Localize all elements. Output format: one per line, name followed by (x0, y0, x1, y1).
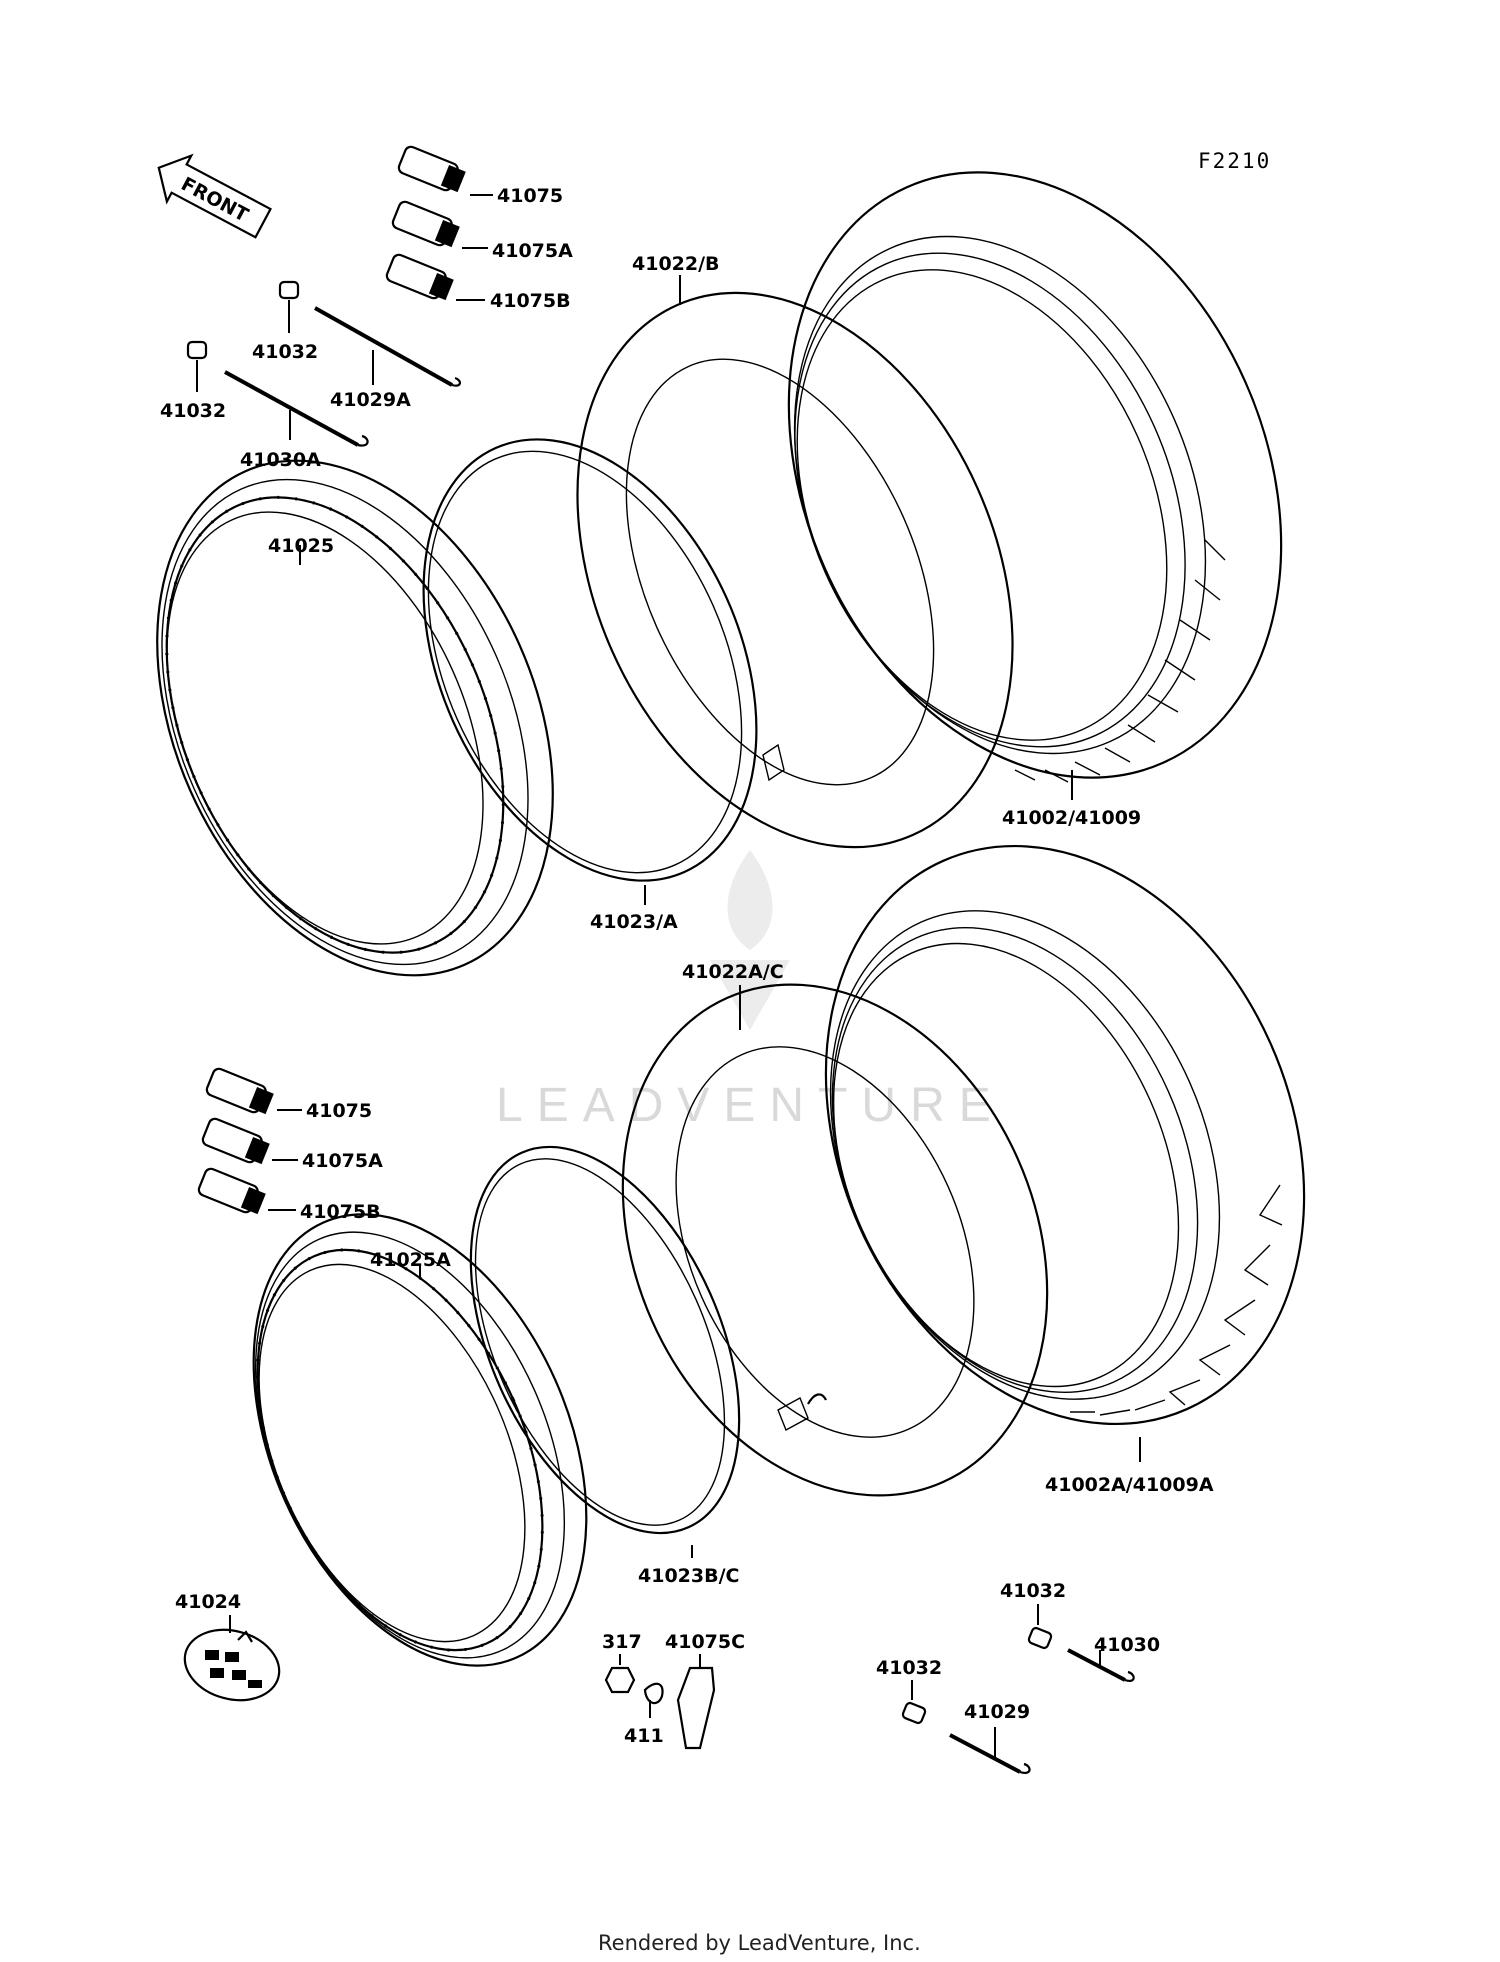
front-tube-label: 41022/B (632, 253, 720, 275)
drawing-code: F2210 (1198, 149, 1271, 173)
rear-tire-label: 41002A/41009A (1045, 1474, 1214, 1496)
rear-rim-band (469, 1145, 741, 1535)
rear-rim (252, 1213, 588, 1667)
watermark-text: LEADVENTURE (496, 1079, 1005, 1132)
rear-tube (621, 983, 1049, 1497)
nut-label: 317 (602, 1631, 642, 1653)
rear-nipple-2-label: 41032 (876, 1657, 942, 1679)
front-spoke-outer-label: 41030A (240, 449, 321, 471)
front-spoke-inner-label: 41029A (330, 389, 411, 411)
front-nipple-2 (186, 340, 208, 360)
rear-valve-cap-3 (197, 1167, 266, 1215)
valve-cap-4-label: 41075C (665, 1631, 745, 1653)
front-nipple-1-label: 41032 (252, 341, 318, 363)
front-rim-label: 41025 (268, 535, 334, 557)
rear-nipple-1-label: 41032 (1000, 1580, 1066, 1602)
front-valve-cap-1-label: 41075 (497, 185, 563, 207)
rear-valve-cap-2-label: 41075A (302, 1150, 383, 1172)
front-valve-cap-2-label: 41075A (492, 240, 573, 262)
rear-rim-band-label: 41023B/C (638, 1565, 739, 1587)
rear-spoke-2-label: 41029 (964, 1701, 1030, 1723)
front-arrow-icon: FRONT (157, 153, 272, 239)
washer-icon (643, 1682, 664, 1705)
rear-spoke-1-label: 41030 (1094, 1634, 1160, 1656)
washer-label: 411 (624, 1725, 664, 1747)
rear-spoke-1 (1067, 1648, 1135, 1682)
rear-valve-cap-3-label: 41075B (300, 1201, 381, 1223)
rear-tube-label: 41022A/C (682, 961, 784, 983)
rear-valve-cap-1-label: 41075 (306, 1100, 372, 1122)
front-rim-band (422, 438, 758, 882)
footer-credit: Rendered by LeadVenture, Inc. (598, 1931, 921, 1955)
flame-logo-icon (727, 850, 773, 950)
rear-nipple-1 (1027, 1626, 1053, 1650)
balance-weight (183, 1628, 281, 1702)
front-tube (576, 291, 1014, 849)
front-valve-stem-icon (762, 743, 785, 782)
front-valve-cap-1 (397, 145, 466, 193)
rear-valve-cap-2 (201, 1117, 270, 1165)
front-nipple-2-label: 41032 (160, 400, 226, 422)
rear-rim-label: 41025A (370, 1249, 451, 1271)
rear-nipple-2 (901, 1701, 927, 1725)
watermark: LEADVENTURE (496, 850, 1005, 1132)
rear-valve-stem-icon (777, 1397, 809, 1431)
front-valve-cap-3 (385, 253, 454, 301)
rear-spoke-2 (949, 1733, 1031, 1774)
rear-tire (824, 844, 1306, 1426)
rear-valve-cap-1 (205, 1067, 274, 1115)
front-spoke-outer (224, 370, 369, 447)
front-nipple-1 (278, 280, 300, 300)
nut-icon (604, 1666, 636, 1694)
front-tire (787, 171, 1283, 783)
front-rim-band-label: 41023/A (590, 911, 678, 933)
v-logo-icon (710, 960, 790, 1030)
front-valve-cap-3-label: 41075B (490, 290, 571, 312)
front-spoke-inner (314, 306, 461, 387)
front-rim (156, 459, 554, 977)
balance-weight-label: 41024 (175, 1591, 241, 1613)
front-label: FRONT (177, 173, 251, 227)
front-tire-label: 41002/41009 (1002, 807, 1141, 829)
front-valve-cap-2 (391, 200, 460, 248)
valve-cap-4-icon (676, 1666, 716, 1750)
